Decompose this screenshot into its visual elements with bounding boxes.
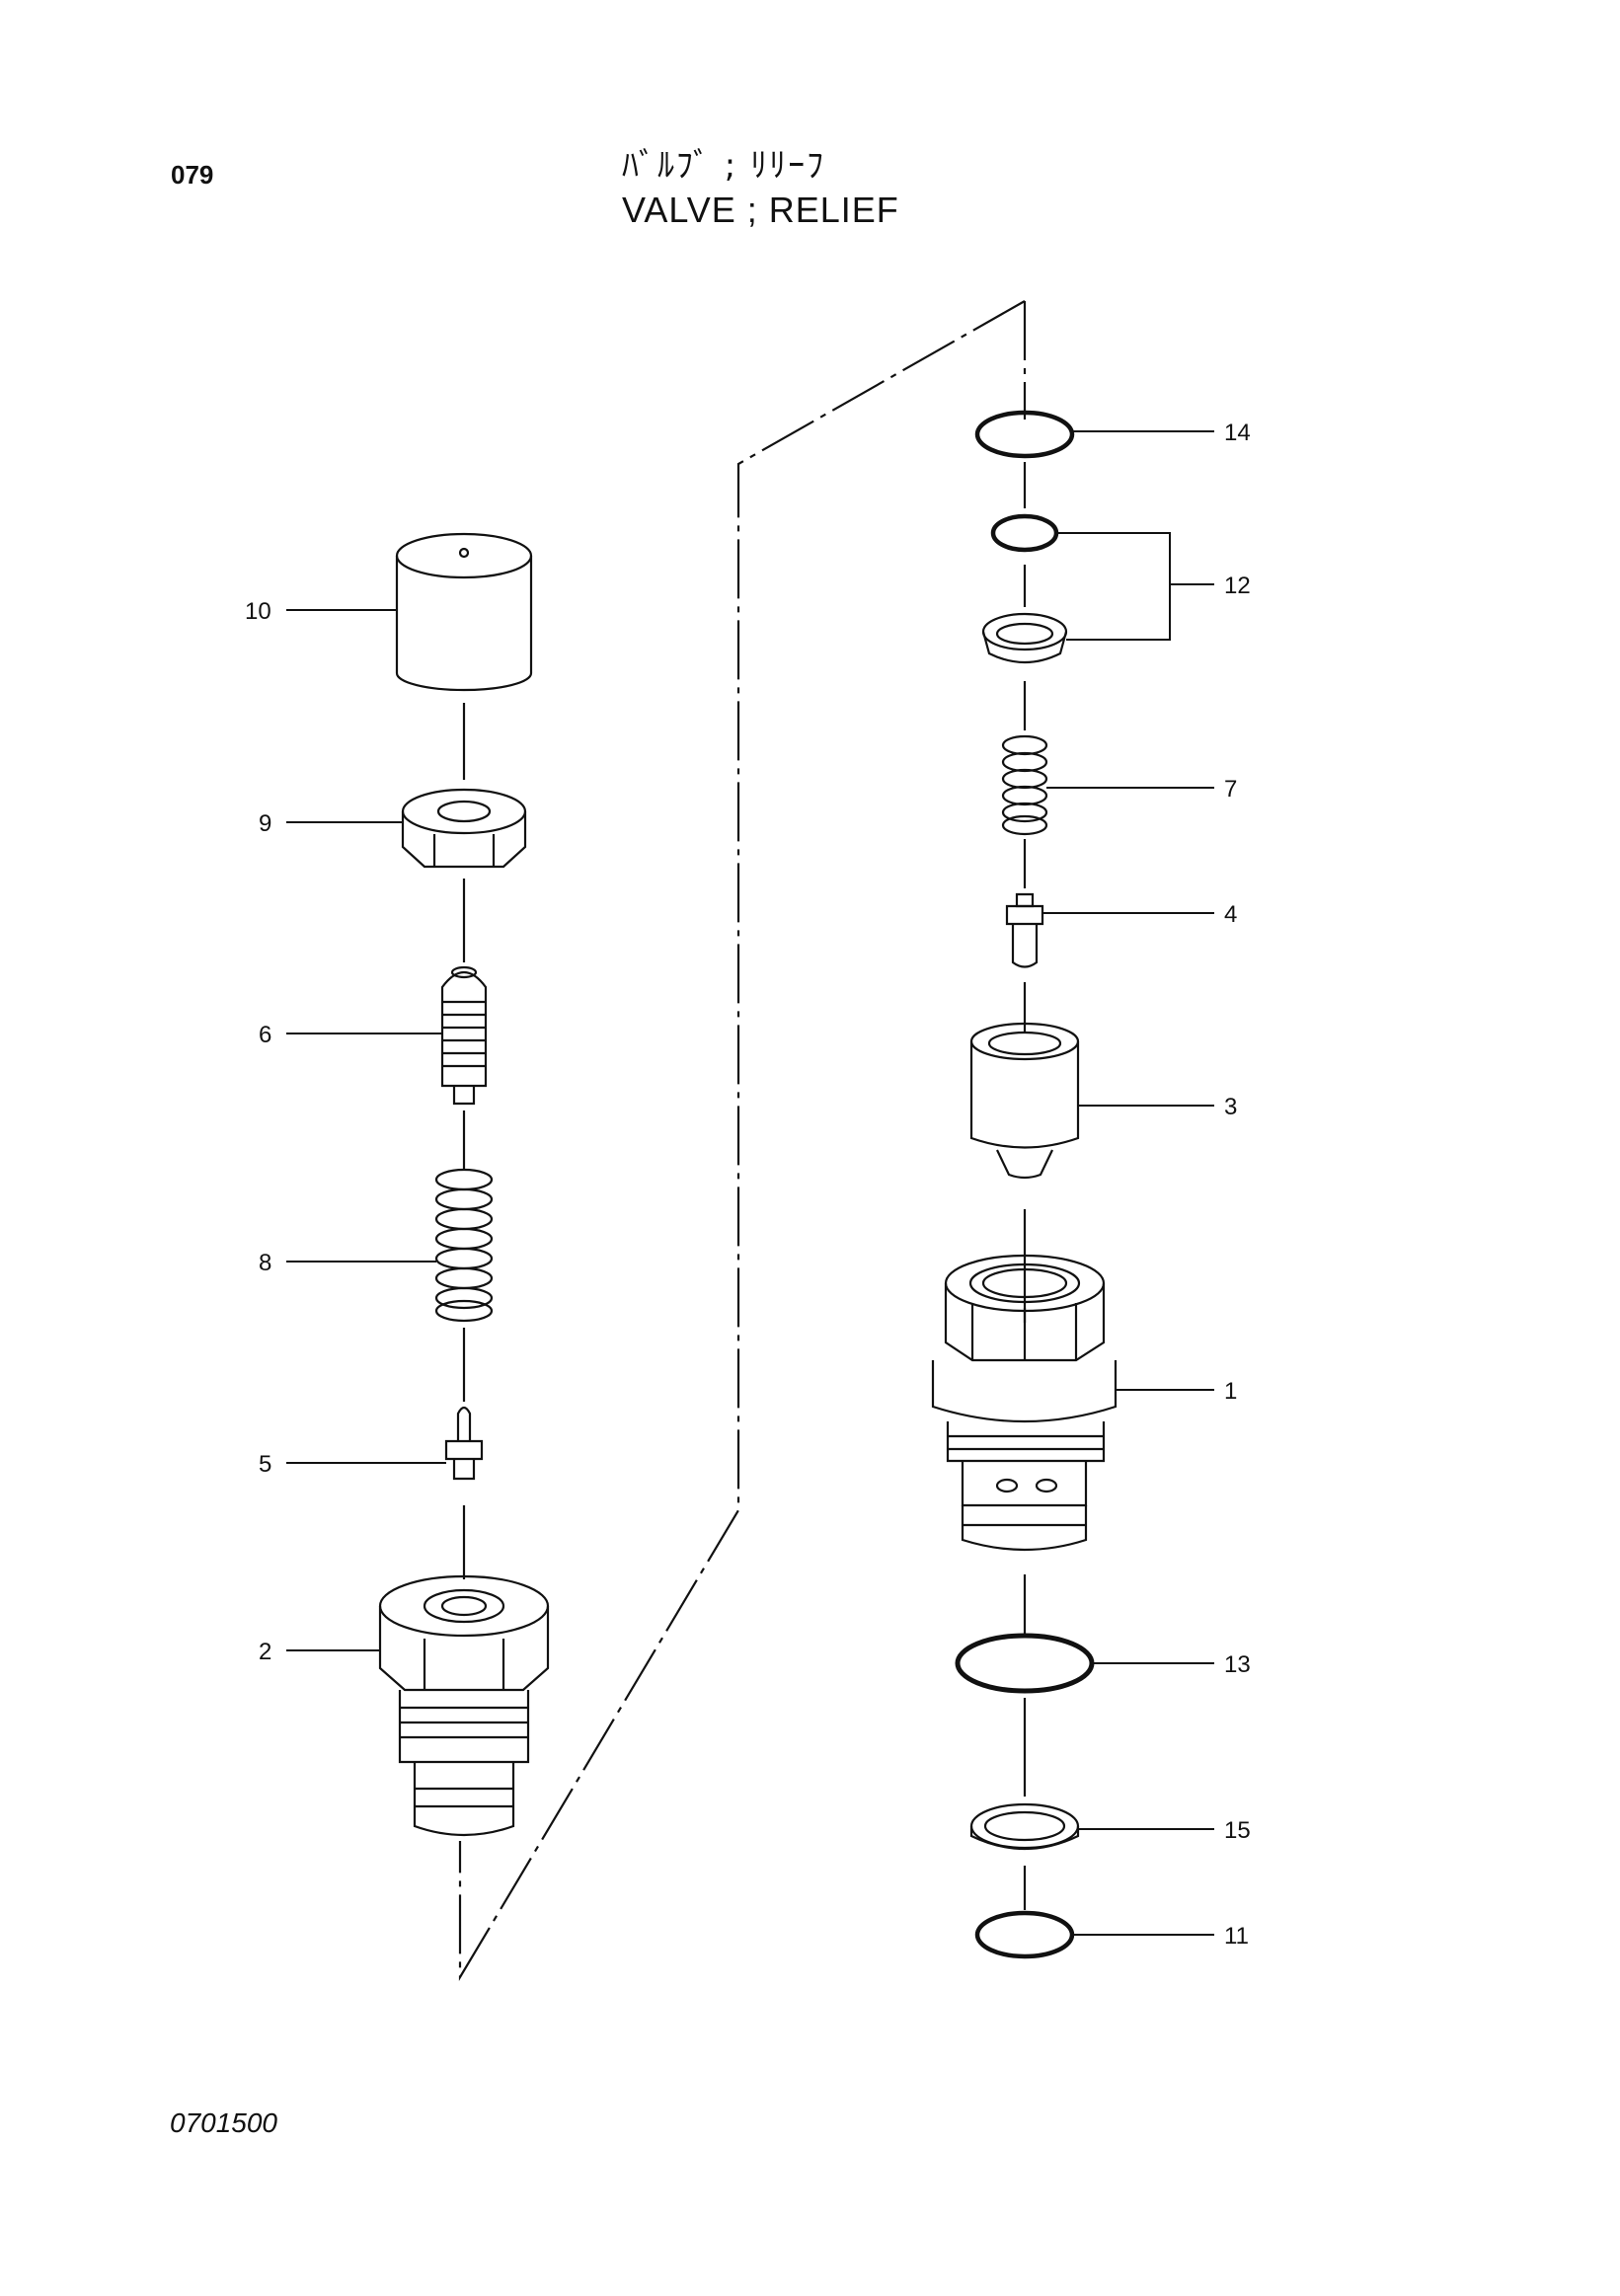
part-10-cap xyxy=(395,532,533,692)
callout-13: 13 xyxy=(1224,1651,1251,1678)
part-9-hex-nut xyxy=(401,788,527,869)
part-13-o-ring xyxy=(955,1633,1095,1694)
callout-5: 5 xyxy=(259,1451,271,1478)
part-15-washer xyxy=(969,1802,1080,1850)
leader-lines xyxy=(286,430,1214,1936)
part-11-o-ring xyxy=(974,1910,1075,1959)
callout-10: 10 xyxy=(245,598,271,625)
part-2-plug-body xyxy=(378,1574,550,1837)
callout-2: 2 xyxy=(259,1639,271,1665)
part-12-o-ring xyxy=(990,513,1059,553)
callout-4: 4 xyxy=(1224,901,1237,928)
part-4-piston xyxy=(1005,892,1044,968)
callout-1: 1 xyxy=(1224,1378,1237,1405)
part-14-o-ring xyxy=(974,410,1075,459)
callout-8: 8 xyxy=(259,1250,271,1276)
callout-9: 9 xyxy=(259,810,271,837)
callout-7: 7 xyxy=(1224,776,1237,803)
title-english: VALVE ; RELIEF xyxy=(622,190,899,230)
callout-11: 11 xyxy=(1224,1923,1249,1950)
part-5-poppet xyxy=(444,1406,484,1481)
callout-15: 15 xyxy=(1224,1817,1251,1844)
assembly-path-line xyxy=(458,300,1027,1981)
callout-14: 14 xyxy=(1224,420,1251,446)
part-1-valve-body xyxy=(931,1254,1118,1552)
document-code: 0701500 xyxy=(170,2107,278,2138)
page-code: 079 xyxy=(171,160,214,190)
part-12-seat-ring xyxy=(981,612,1068,663)
part-6-adjusting-screw xyxy=(440,965,488,1106)
callout-3: 3 xyxy=(1224,1094,1237,1120)
part-7-spring xyxy=(1001,734,1048,836)
callout-12: 12 xyxy=(1224,573,1251,599)
part-8-spring xyxy=(434,1168,494,1323)
callout-6: 6 xyxy=(259,1022,271,1048)
part-3-sleeve xyxy=(969,1022,1080,1180)
title-japanese: ﾊﾞﾙﾌﾞ ; ﾘﾘｰﾌ xyxy=(622,146,826,186)
